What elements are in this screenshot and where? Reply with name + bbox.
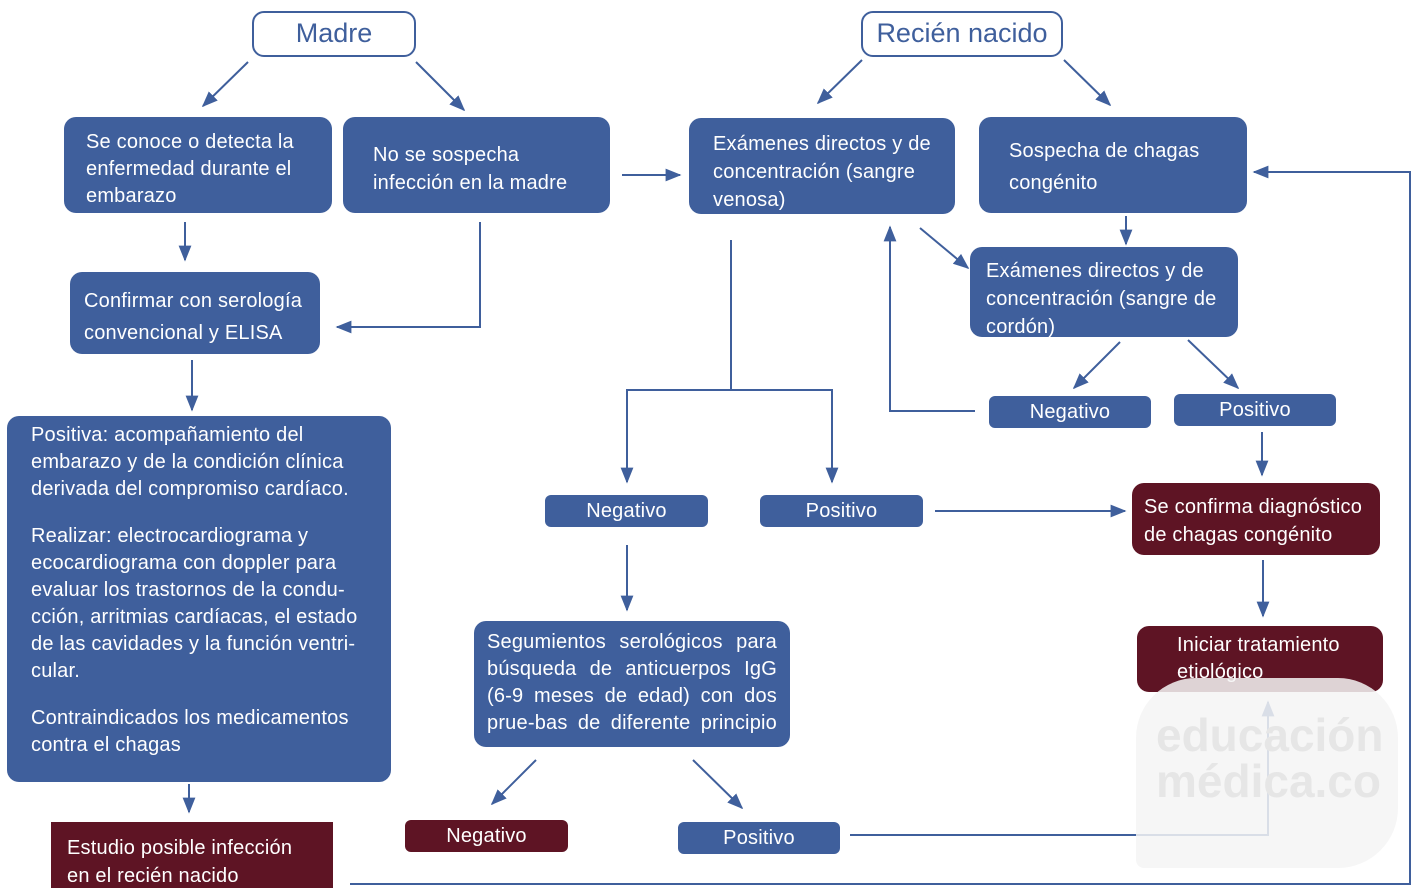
watermark-line-2: médica.co (1156, 755, 1381, 807)
arrow-recien-to-examenes-venosa (816, 59, 863, 105)
arrow-cordon-to-negativo (1072, 341, 1121, 390)
box-examenes-venosa: Exámenes directos y de concentración (sa… (689, 118, 955, 214)
arrow-venosa-to-positivo (731, 389, 839, 484)
box-positiva: Positiva: acompañamiento del embarazo y … (7, 416, 391, 782)
box-estudio-recien-nacido: Estudio posible infección en el recién n… (51, 822, 333, 888)
positiva-paragraph-2: Realizar: electrocardiograma y ecocardio… (31, 525, 358, 682)
box-sospecha-chagas: Sospecha de chagas congénito (979, 117, 1247, 213)
box-confirmar-serologia: Confirmar con serología convencional y E… (70, 272, 320, 354)
arrow-recien-to-sospecha (1063, 59, 1112, 107)
arrow-seguimientos-to-negativo (490, 759, 537, 806)
box-no-sospecha: No se sospecha infección en la madre (343, 117, 610, 213)
arrow-no-sospecha-to-confirmar (335, 222, 481, 334)
watermark-badge (1136, 678, 1398, 868)
label-positivo-seguimientos: Positivo (678, 822, 840, 854)
label-negativo-venosa: Negativo (545, 495, 708, 527)
box-conoce-enfermedad: Se conoce o detecta la enfermedad durant… (64, 117, 332, 213)
watermark-line-1: educación (1156, 709, 1384, 761)
header-madre: Madre (252, 11, 416, 57)
box-seguimientos-serologicos: Segumientos serológicos para búsqueda de… (474, 621, 790, 747)
arrow-seguimientos-to-positivo (692, 759, 744, 810)
positiva-paragraph-3: Contraindicados los medicamentos contra … (31, 707, 349, 756)
label-positivo-venosa: Positivo (760, 495, 923, 527)
watermark-text: educación médica.co (1156, 712, 1396, 804)
label-negativo-seguimientos: Negativo (405, 820, 568, 852)
arrow-madre-to-no-sospecha (415, 61, 466, 112)
arrow-estudio-loop-to-sospecha (350, 165, 1411, 885)
arrow-madre-to-conoce (201, 61, 249, 108)
arrow-venosa-to-cordon (919, 227, 970, 270)
arrow-cordon-to-positivo (1187, 339, 1240, 390)
box-examenes-cordon: Exámenes directos y de concentración (sa… (970, 247, 1238, 337)
arrow-venosa-to-negativo (620, 389, 731, 484)
label-positivo-cordon: Positivo (1174, 394, 1336, 426)
positiva-paragraph-1: Positiva: acompañamiento del embarazo y … (31, 424, 349, 500)
label-negativo-cordon: Negativo (989, 396, 1151, 428)
header-recien-nacido: Recién nacido (861, 11, 1063, 57)
box-confirma-diagnostico: Se confirma diagnóstico de chagas congén… (1132, 483, 1380, 555)
arrow-negativo-back-to-venosa (883, 225, 975, 412)
